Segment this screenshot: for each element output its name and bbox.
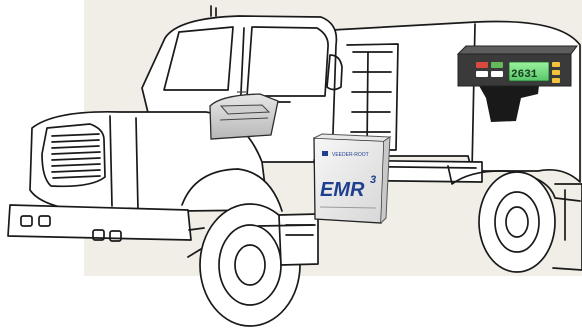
register-reading: 2631 [511,69,538,81]
emr-product-name: EMR [320,179,365,201]
emr-product-superscript: 3 [370,174,376,186]
emr-controller-unit: VEEDER-ROOT EMR 3 [314,134,390,223]
emr-brand-text: VEEDER-ROOT [332,152,369,158]
